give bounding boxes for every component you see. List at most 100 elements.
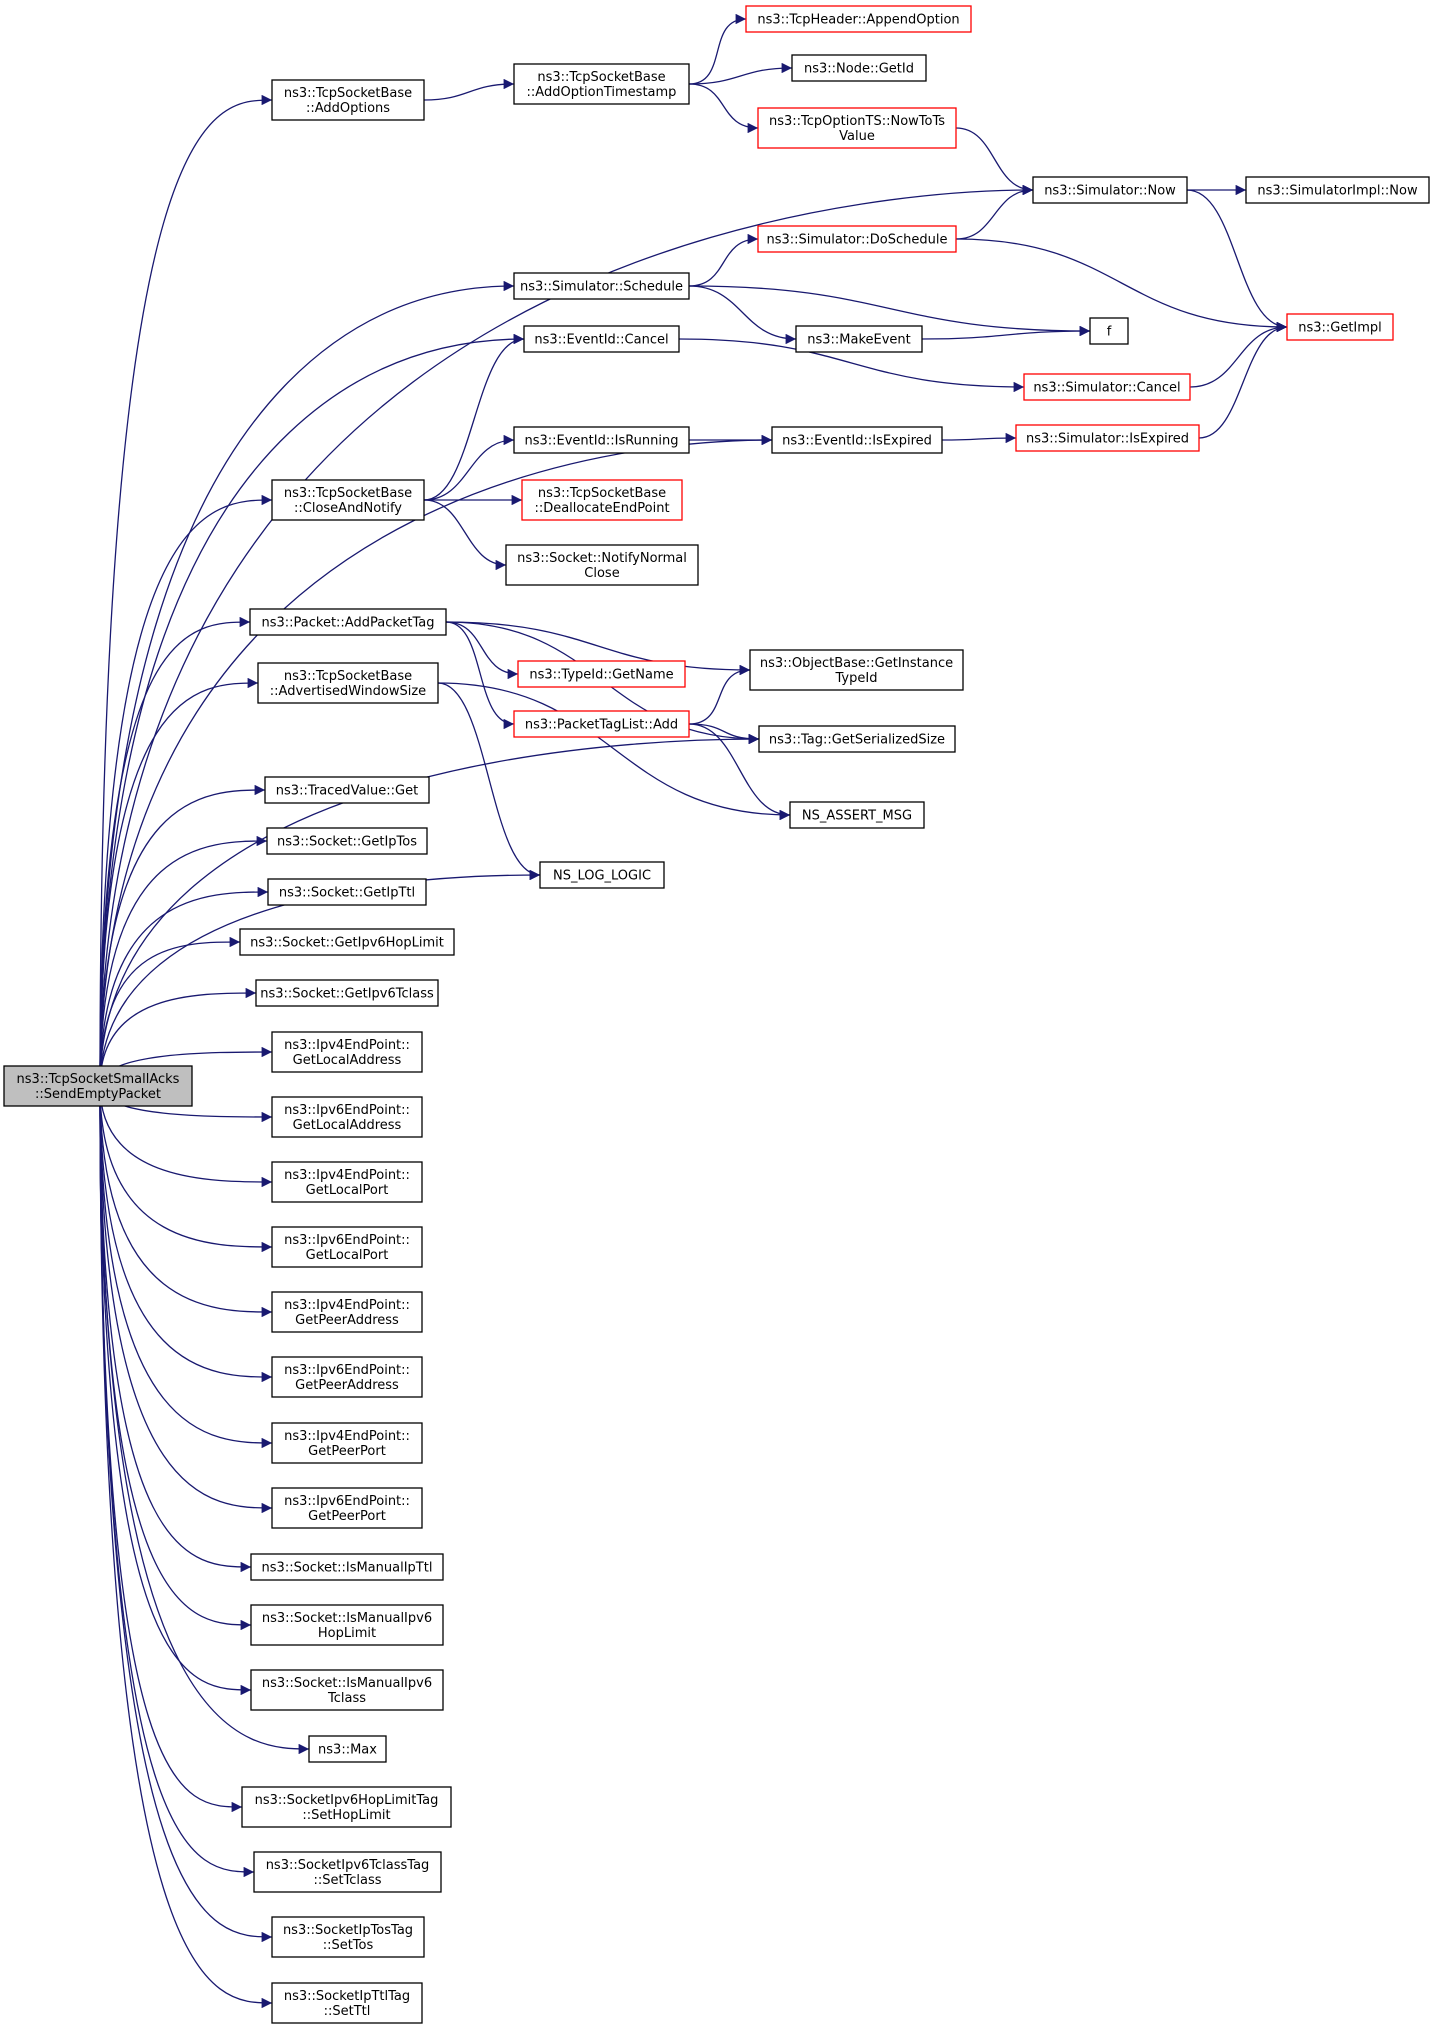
node-box <box>758 725 956 753</box>
node-get-impl[interactable]: ns3::GetImpl <box>1286 313 1394 341</box>
edge-root-to-add-options <box>99 94 273 1087</box>
node-label: ns3::Ipv4EndPoint:: <box>284 1429 410 1444</box>
node-label: ns3::EventId::IsRunning <box>524 434 678 449</box>
node-ipv6-get-peer-port[interactable]: ns3::Ipv6EndPoint::GetPeerPort <box>271 1487 423 1529</box>
edge-root-to-is-manual-ip-ttl <box>99 1085 252 1573</box>
edge-root-to-is-manual-ipv6-tclass <box>99 1085 252 1696</box>
edge-root-to-is-manual-ipv6-hop-limit <box>99 1085 252 1631</box>
edge-advertised-window-size-to-ns-log-logic <box>437 682 541 881</box>
node-label: ns3::ObjectBase::GetInstance <box>760 656 953 671</box>
node-box <box>513 63 690 105</box>
node-box <box>505 544 699 586</box>
node-is-running[interactable]: ns3::EventId::IsRunning <box>513 426 690 454</box>
node-box <box>250 1604 444 1646</box>
node-label: GetLocalPort <box>306 1183 389 1198</box>
node-event-cancel[interactable]: ns3::EventId::Cancel <box>523 325 680 353</box>
node-box <box>271 1291 423 1333</box>
node-sim-is-expired[interactable]: ns3::Simulator::IsExpired <box>1015 424 1200 452</box>
node-set-ttl[interactable]: ns3::SocketIpTtlTag::SetTtl <box>271 1982 423 2024</box>
node-set-tos[interactable]: ns3::SocketIpTosTag::SetTos <box>271 1916 425 1958</box>
node-ipv4-get-local-port[interactable]: ns3::Ipv4EndPoint::GetLocalPort <box>271 1161 423 1203</box>
node-get-ipv6-tclass[interactable]: ns3::Socket::GetIpv6Tclass <box>255 979 439 1007</box>
edge-make-event-to-f <box>921 325 1091 340</box>
node-ipv6-get-local-port[interactable]: ns3::Ipv6EndPoint::GetLocalPort <box>271 1226 423 1268</box>
node-sim-cancel[interactable]: ns3::Simulator::Cancel <box>1023 373 1191 401</box>
node-label: NS_LOG_LOGIC <box>553 869 651 884</box>
node-get-ipv6-hop-limit[interactable]: ns3::Socket::GetIpv6HopLimit <box>239 928 455 956</box>
edge-root-to-ipv6-get-local-port <box>99 1085 273 1253</box>
node-label: ns3::GetImpl <box>1298 321 1382 336</box>
node-label: ns3::EventId::Cancel <box>534 333 668 348</box>
node-is-manual-ip-ttl[interactable]: ns3::Socket::IsManualIpTtl <box>250 1553 444 1581</box>
node-sim-now[interactable]: ns3::Simulator::Now <box>1032 176 1188 204</box>
edge-add-option-timestamp-to-now-to-ts-value <box>688 83 759 134</box>
node-deallocate[interactable]: ns3::TcpSocketBase::DeallocateEndPoint <box>521 479 683 521</box>
edge-close-and-notify-to-is-running <box>423 434 515 501</box>
node-ipv4-get-peer-port[interactable]: ns3::Ipv4EndPoint::GetPeerPort <box>271 1422 423 1464</box>
node-set-tclass[interactable]: ns3::SocketIpv6TclassTag::SetTclass <box>253 1851 442 1893</box>
edge-schedule-to-f <box>688 285 1091 337</box>
node-label: GetLocalPort <box>306 1248 389 1263</box>
node-get-ip-ttl[interactable]: ns3::Socket::GetIpTtl <box>267 878 427 906</box>
node-ipv6-get-peer-address[interactable]: ns3::Ipv6EndPoint::GetPeerAddress <box>271 1356 423 1398</box>
node-ipv4-get-local-address[interactable]: ns3::Ipv4EndPoint::GetLocalAddress <box>271 1031 423 1073</box>
node-label: HopLimit <box>318 1626 376 1641</box>
node-label: ns3::Simulator::Cancel <box>1033 381 1180 396</box>
node-close-and-notify[interactable]: ns3::TcpSocketBase::CloseAndNotify <box>271 479 425 521</box>
node-f[interactable]: f <box>1089 317 1129 345</box>
node-label: ::AddOptionTimestamp <box>527 85 677 100</box>
node-label: GetPeerPort <box>308 1444 386 1459</box>
node-add-packet-tag[interactable]: ns3::Packet::AddPacketTag <box>249 608 447 636</box>
node-box <box>1023 373 1191 401</box>
node-box <box>266 827 428 855</box>
node-sim-impl-now[interactable]: ns3::SimulatorImpl::Now <box>1245 176 1430 204</box>
node-packet-tag-list-add[interactable]: ns3::PacketTagList::Add <box>513 710 690 738</box>
node-do-schedule[interactable]: ns3::Simulator::DoSchedule <box>757 225 957 253</box>
node-label: ::SetHopLimit <box>302 1808 390 1823</box>
edge-root-to-event-cancel <box>99 333 525 1087</box>
node-box <box>749 649 964 691</box>
node-advertised-window-size[interactable]: ns3::TcpSocketBase::AdvertisedWindowSize <box>257 662 439 704</box>
node-box <box>255 979 439 1007</box>
node-label: ns3::MakeEvent <box>807 333 911 348</box>
node-append-option[interactable]: ns3::TcpHeader::AppendOption <box>745 5 972 33</box>
node-ns-assert-msg[interactable]: NS_ASSERT_MSG <box>789 801 925 829</box>
node-box <box>271 1356 423 1398</box>
node-type-id-get-name[interactable]: ns3::TypeId::GetName <box>517 660 686 688</box>
node-max[interactable]: ns3::Max <box>308 1735 387 1763</box>
node-box <box>250 1669 444 1711</box>
node-box <box>791 54 927 82</box>
node-box <box>789 801 925 829</box>
edge-sim-is-expired-to-get-impl <box>1198 321 1288 439</box>
edge-root-to-get-ipv6-hop-limit <box>99 936 241 1087</box>
node-label: ::SetTos <box>323 1938 374 1953</box>
node-tag-get-serialized-size[interactable]: ns3::Tag::GetSerializedSize <box>758 725 956 753</box>
node-traced-value-get[interactable]: ns3::TracedValue::Get <box>264 776 430 804</box>
node-ipv4-get-peer-address[interactable]: ns3::Ipv4EndPoint::GetPeerAddress <box>271 1291 423 1333</box>
node-label: ns3::TypeId::GetName <box>529 668 673 683</box>
node-box <box>250 1553 444 1581</box>
edge-root-to-set-ttl <box>99 1085 273 2009</box>
node-get-ip-tos[interactable]: ns3::Socket::GetIpTos <box>266 827 428 855</box>
node-is-expired[interactable]: ns3::EventId::IsExpired <box>771 426 943 454</box>
edge-close-and-notify-to-event-cancel <box>423 333 525 501</box>
edge-add-packet-tag-to-packet-tag-list-add <box>445 621 515 730</box>
node-ns-log-logic[interactable]: NS_LOG_LOGIC <box>539 861 665 889</box>
edge-add-options-to-add-option-timestamp <box>423 78 515 101</box>
edge-root-to-get-ipv6-tclass <box>99 987 257 1087</box>
edge-schedule-to-do-schedule <box>688 233 759 287</box>
node-node-get-id[interactable]: ns3::Node::GetId <box>791 54 927 82</box>
node-add-options[interactable]: ns3::TcpSocketBase::AddOptions <box>271 79 425 121</box>
node-add-option-timestamp[interactable]: ns3::TcpSocketBase::AddOptionTimestamp <box>513 63 690 105</box>
node-root[interactable]: ns3::TcpSocketSmallAcks::SendEmptyPacket <box>3 1065 193 1107</box>
node-ipv6-get-local-address[interactable]: ns3::Ipv6EndPoint::GetLocalAddress <box>271 1096 423 1138</box>
node-box <box>513 710 690 738</box>
node-schedule[interactable]: ns3::Simulator::Schedule <box>513 272 690 300</box>
node-make-event[interactable]: ns3::MakeEvent <box>795 325 923 353</box>
node-set-hop-limit[interactable]: ns3::SocketIpv6HopLimitTag::SetHopLimit <box>241 1786 452 1828</box>
